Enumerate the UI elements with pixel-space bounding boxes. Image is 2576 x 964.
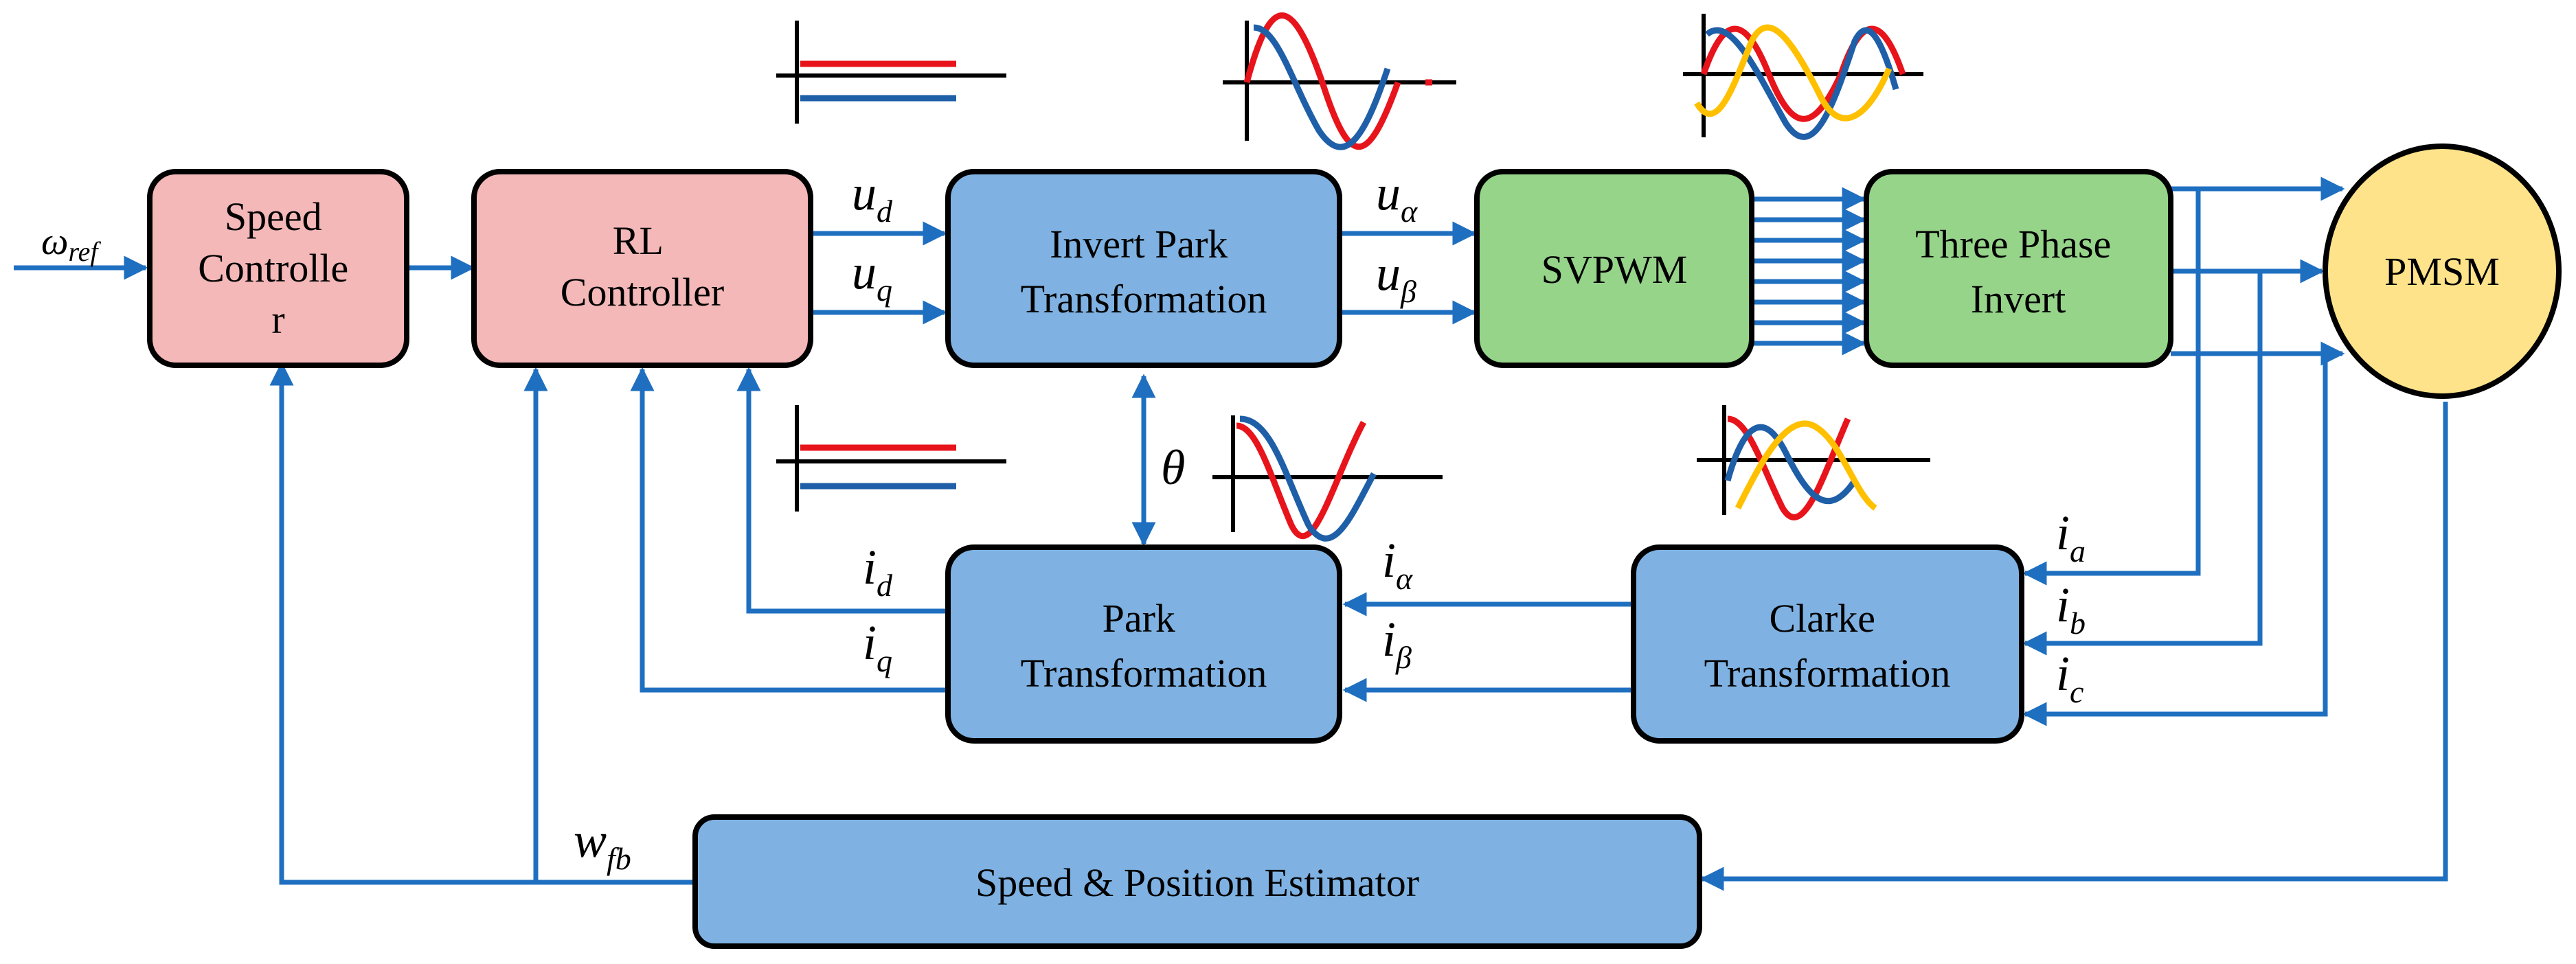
rl-controller-block: RL Controller bbox=[471, 169, 813, 368]
label-ibeta: iβ bbox=[1382, 612, 1412, 675]
three-phase-waveform-top bbox=[1683, 14, 1923, 140]
rl-controller-box bbox=[471, 169, 813, 368]
label-ialpha: iα bbox=[1382, 533, 1413, 596]
wire-iq bbox=[630, 367, 947, 693]
signal-labels: ωref ud uq uα uβ θ id iq iα iβ ia ib ic … bbox=[41, 165, 2086, 876]
speed-controller-block: Speed Controlle r bbox=[147, 169, 409, 368]
rl-controller-label: RL Controller bbox=[561, 218, 724, 314]
label-ubeta: uβ bbox=[1376, 246, 1416, 309]
pmsm-block: PMSM bbox=[2323, 144, 2562, 399]
svpwm-box bbox=[1474, 169, 1754, 368]
label-wfb: wfb bbox=[574, 813, 631, 876]
wire-ib bbox=[2022, 271, 2263, 656]
wire-ia bbox=[2022, 189, 2201, 586]
label-ia: ia bbox=[2056, 505, 2086, 569]
three-phase-inverter-box bbox=[1864, 169, 2173, 368]
svpwm-block: SVPWM bbox=[1474, 169, 1754, 368]
estimator-label: Speed & Position Estimator bbox=[975, 860, 1419, 905]
signal-wires bbox=[14, 176, 2448, 891]
wire-id bbox=[736, 367, 947, 614]
estimator-block: Speed & Position Estimator bbox=[692, 814, 1702, 949]
label-ud: ud bbox=[852, 165, 893, 229]
clarke-block: Clarke Transformation bbox=[1631, 544, 2024, 744]
three-phase-inverter-label: Three Phase Invert bbox=[1915, 222, 2121, 321]
label-theta: θ bbox=[1161, 440, 1185, 495]
label-ib: ib bbox=[2056, 577, 2086, 641]
pmsm-circle bbox=[2323, 144, 2562, 399]
label-ic: ic bbox=[2056, 646, 2083, 709]
inverse-park-block: Invert Park Transformation bbox=[945, 169, 1342, 368]
wire-pmsm-to-estimator bbox=[1699, 402, 2448, 891]
svpwm-label: SVPWM bbox=[1541, 247, 1688, 292]
label-uq: uq bbox=[852, 244, 892, 308]
inverse-park-label: Invert Park Transformation bbox=[1021, 222, 1267, 321]
speed-controller-label: Speed Controlle r bbox=[198, 194, 359, 342]
inverse-park-box bbox=[945, 169, 1342, 368]
clarke-label: Clarke Transformation bbox=[1704, 596, 1951, 696]
alpha-beta-waveform-top bbox=[1223, 12, 1456, 150]
alpha-beta-waveform-theta bbox=[1212, 415, 1443, 542]
wires-svpwm-to-inverter bbox=[1752, 187, 1866, 356]
dq-dc-waveform-bottom bbox=[776, 405, 1006, 512]
park-box bbox=[945, 544, 1342, 744]
estimator-box bbox=[692, 814, 1702, 949]
label-id: id bbox=[863, 540, 893, 603]
speed-controller-box bbox=[147, 169, 409, 368]
label-omega-ref: ωref bbox=[41, 220, 101, 267]
clarke-box bbox=[1631, 544, 2024, 744]
three-phase-inverter-block: Three Phase Invert bbox=[1864, 169, 2173, 368]
dq-dc-waveform-top bbox=[776, 21, 1006, 124]
label-iq: iq bbox=[863, 615, 892, 678]
wire-wfb-to-speed bbox=[269, 361, 692, 885]
wire-ic bbox=[2022, 354, 2328, 726]
park-label: Park Transformation bbox=[1021, 596, 1267, 696]
label-ualpha: uα bbox=[1376, 165, 1418, 229]
pmsm-label: PMSM bbox=[2384, 249, 2500, 294]
park-block: Park Transformation bbox=[945, 544, 1342, 744]
three-phase-waveform-bottom bbox=[1697, 405, 1930, 520]
